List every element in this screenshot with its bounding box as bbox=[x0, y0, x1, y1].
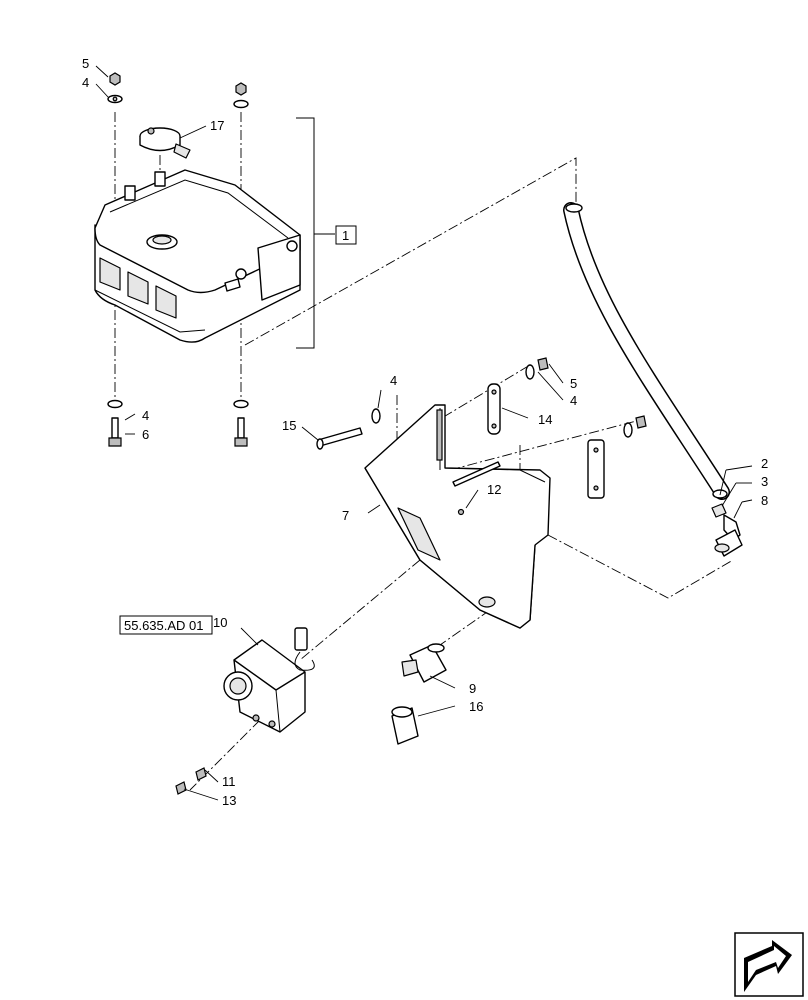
reference-link[interactable]: 55.635.AD 01 bbox=[119, 615, 213, 635]
hose bbox=[563, 202, 730, 500]
callout-3: 3 bbox=[761, 474, 768, 489]
callout-4-bottom: 4 bbox=[142, 408, 149, 423]
pump-fasteners bbox=[175, 767, 207, 795]
callout-1: 1 bbox=[342, 228, 349, 243]
callout-5-right: 5 bbox=[570, 376, 577, 391]
valve-fitting bbox=[391, 643, 447, 745]
rear-plate bbox=[587, 439, 605, 499]
callout-16: 16 bbox=[469, 699, 483, 714]
reference-label: 55.635.AD 01 bbox=[124, 618, 204, 633]
callout-6: 6 bbox=[142, 427, 149, 442]
callout-4-right: 4 bbox=[570, 393, 577, 408]
callout-14: 14 bbox=[538, 412, 552, 427]
next-page-arrow-icon[interactable] bbox=[734, 932, 804, 997]
callout-4-bracket: 4 bbox=[390, 373, 397, 388]
callout-13: 13 bbox=[222, 793, 236, 808]
callout-8: 8 bbox=[761, 493, 768, 508]
bracket-fasteners bbox=[316, 357, 647, 516]
callout-2: 2 bbox=[761, 456, 768, 471]
assembly-bracket bbox=[296, 117, 335, 349]
callout-10: 10 bbox=[213, 615, 227, 630]
reservoir-tank bbox=[94, 169, 301, 343]
callout-5-top: 5 bbox=[82, 56, 89, 71]
tank-cap bbox=[139, 127, 191, 159]
callout-11: 11 bbox=[222, 774, 236, 789]
callout-9: 9 bbox=[469, 681, 476, 696]
mounting-bracket bbox=[364, 404, 551, 629]
top-fasteners bbox=[107, 72, 249, 109]
callout-15: 15 bbox=[282, 418, 296, 433]
strap bbox=[487, 383, 501, 435]
callout-7: 7 bbox=[342, 508, 349, 523]
callouts: 5 4 17 1 4 6 15 4 14 5 4 12 7 2 3 8 10 9… bbox=[82, 56, 768, 808]
pump bbox=[223, 627, 315, 733]
callout-17: 17 bbox=[210, 118, 224, 133]
callout-1-box bbox=[335, 225, 357, 245]
hose-fittings bbox=[711, 503, 743, 557]
bottom-fasteners bbox=[107, 399, 249, 447]
callout-12: 12 bbox=[487, 482, 501, 497]
leader-lines bbox=[95, 65, 753, 801]
callout-4-top: 4 bbox=[82, 75, 89, 90]
